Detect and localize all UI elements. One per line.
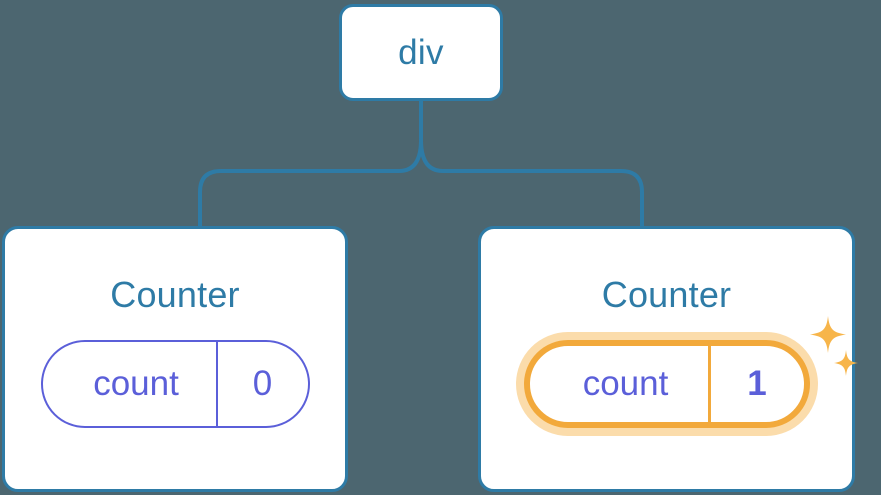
state-pill-left[interactable]: count 0 <box>40 340 310 428</box>
node-counter-left-label: Counter <box>110 274 240 315</box>
state-key-left: count <box>93 364 179 403</box>
state-pill-right[interactable]: count 1 <box>523 340 810 428</box>
sparkle-small-icon <box>833 350 858 376</box>
edge-root-to-counter-right <box>419 138 644 228</box>
node-counter-right-label: Counter <box>601 274 732 315</box>
node-counter-left[interactable]: Counter count 0 <box>2 226 348 492</box>
state-key-right: count <box>582 364 669 403</box>
edge-root-to-counter-left <box>198 138 423 228</box>
state-pill-left-wrap: count 0 <box>40 340 310 428</box>
node-div[interactable]: div <box>339 4 503 101</box>
node-counter-right[interactable]: Counter count 1 <box>478 226 858 492</box>
state-value-right: 1 <box>707 346 804 422</box>
state-pill-right-wrap: count 1 <box>523 316 858 428</box>
sparkle-large-icon <box>809 316 846 353</box>
state-value-left: 0 <box>215 342 308 426</box>
sparkle-icon <box>809 316 858 376</box>
node-div-label: div <box>398 32 444 72</box>
